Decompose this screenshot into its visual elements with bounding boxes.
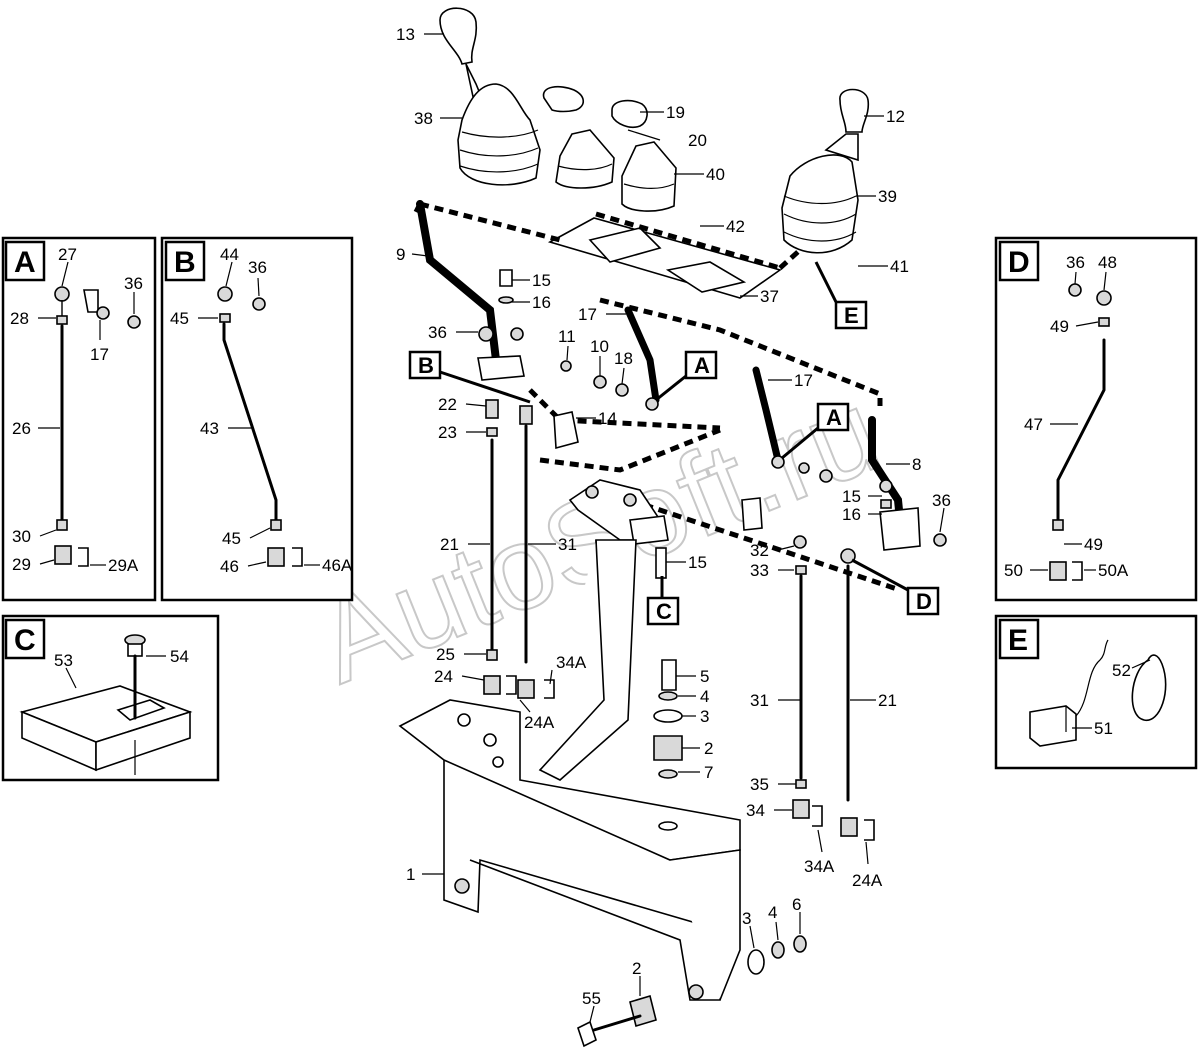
panel-letter-c: C [14, 624, 36, 657]
callout-a-2: A [826, 405, 842, 430]
label-2: 2 [704, 739, 713, 758]
label-36: 36 [1066, 253, 1085, 272]
label-45: 45 [170, 309, 189, 328]
panel-letter-d: D [1008, 246, 1030, 279]
label-10: 10 [590, 337, 609, 356]
label-22: 22 [438, 395, 457, 414]
callout-d: D [916, 589, 932, 614]
callout-e: E [844, 303, 859, 328]
label-35: 35 [750, 775, 769, 794]
label-26: 26 [12, 419, 31, 438]
detail-panel-b: B 44 36 45 43 45 46 46A [160, 236, 354, 602]
label-36: 36 [932, 491, 951, 510]
label-55: 55 [582, 989, 601, 1008]
callout-b: B [418, 353, 434, 378]
label-46a: 46A [322, 556, 353, 575]
label-31: 31 [750, 691, 769, 710]
label-6: 6 [792, 895, 801, 914]
label-16: 16 [532, 293, 551, 312]
label-17: 17 [90, 345, 109, 364]
label-23: 23 [438, 423, 457, 442]
label-44: 44 [220, 245, 239, 264]
label-16: 16 [842, 505, 861, 524]
label-15: 15 [532, 271, 551, 290]
label-3: 3 [700, 707, 709, 726]
label-17: 17 [794, 371, 813, 390]
label-18: 18 [614, 349, 633, 368]
label-41: 41 [890, 257, 909, 276]
label-15: 15 [688, 553, 707, 572]
label-24: 24 [434, 667, 453, 686]
label-15: 15 [842, 487, 861, 506]
label-11: 11 [558, 327, 576, 346]
label-49: 49 [1050, 317, 1069, 336]
label-34: 34 [746, 801, 765, 820]
label-42: 42 [726, 217, 745, 236]
label-52: 52 [1112, 661, 1131, 680]
label-37: 37 [760, 287, 779, 306]
label-43: 43 [200, 419, 219, 438]
detail-panel-a: A 27 36 28 17 26 30 29 29A [1, 236, 157, 602]
label-5: 5 [700, 667, 709, 686]
label-29: 29 [12, 555, 31, 574]
label-3: 3 [742, 909, 751, 928]
label-24a: 24A [524, 713, 555, 732]
label-50: 50 [1004, 561, 1023, 580]
panel-letter-a: A [14, 246, 36, 279]
label-49: 49 [1084, 535, 1103, 554]
label-29a: 29A [108, 556, 139, 575]
label-48: 48 [1098, 253, 1117, 272]
label-36: 36 [248, 258, 267, 277]
label-8: 8 [912, 455, 921, 474]
label-28: 28 [10, 309, 29, 328]
label-25: 25 [436, 645, 455, 664]
label-38: 38 [414, 109, 433, 128]
label-21: 21 [440, 535, 459, 554]
label-7: 7 [704, 763, 713, 782]
label-46: 46 [220, 557, 239, 576]
detail-panel-d: D 36 48 49 47 49 50 50A [994, 236, 1198, 602]
label-20: 20 [688, 131, 707, 150]
label-21: 21 [878, 691, 897, 710]
detail-panel-c: C 53 54 [1, 614, 220, 782]
label-40: 40 [706, 165, 725, 184]
label-17: 17 [578, 305, 597, 324]
label-13: 13 [396, 25, 415, 44]
label-19: 19 [666, 103, 685, 122]
label-36: 36 [428, 323, 447, 342]
label-54: 54 [170, 647, 189, 666]
label-45: 45 [222, 529, 241, 548]
label-31: 31 [558, 535, 577, 554]
label-51: 51 [1094, 719, 1113, 738]
label-4: 4 [768, 903, 777, 922]
label-1: 1 [406, 865, 415, 884]
label-34a: 34A [556, 653, 587, 672]
detail-panel-e: E 52 51 [994, 614, 1198, 770]
label-47: 47 [1024, 415, 1043, 434]
panel-letter-e: E [1008, 624, 1028, 657]
label-9: 9 [396, 245, 405, 264]
label-32: 32 [750, 541, 769, 560]
label-27: 27 [58, 245, 77, 264]
label-2: 2 [632, 959, 641, 978]
label-50a: 50A [1098, 561, 1129, 580]
label-12: 12 [886, 107, 905, 126]
callout-c: C [656, 599, 672, 624]
main-assembly: B A A C D E 13 38 19 20 40 12 39 42 41 [396, 7, 951, 1048]
label-30: 30 [12, 527, 31, 546]
panel-letter-b: B [174, 246, 196, 279]
label-24a: 24A [852, 871, 883, 890]
label-36: 36 [124, 274, 143, 293]
label-34a: 34A [804, 857, 835, 876]
label-39: 39 [878, 187, 897, 206]
label-14: 14 [598, 409, 617, 428]
callout-a: A [694, 353, 710, 378]
label-53: 53 [54, 651, 73, 670]
label-33: 33 [750, 561, 769, 580]
label-4: 4 [700, 687, 709, 706]
